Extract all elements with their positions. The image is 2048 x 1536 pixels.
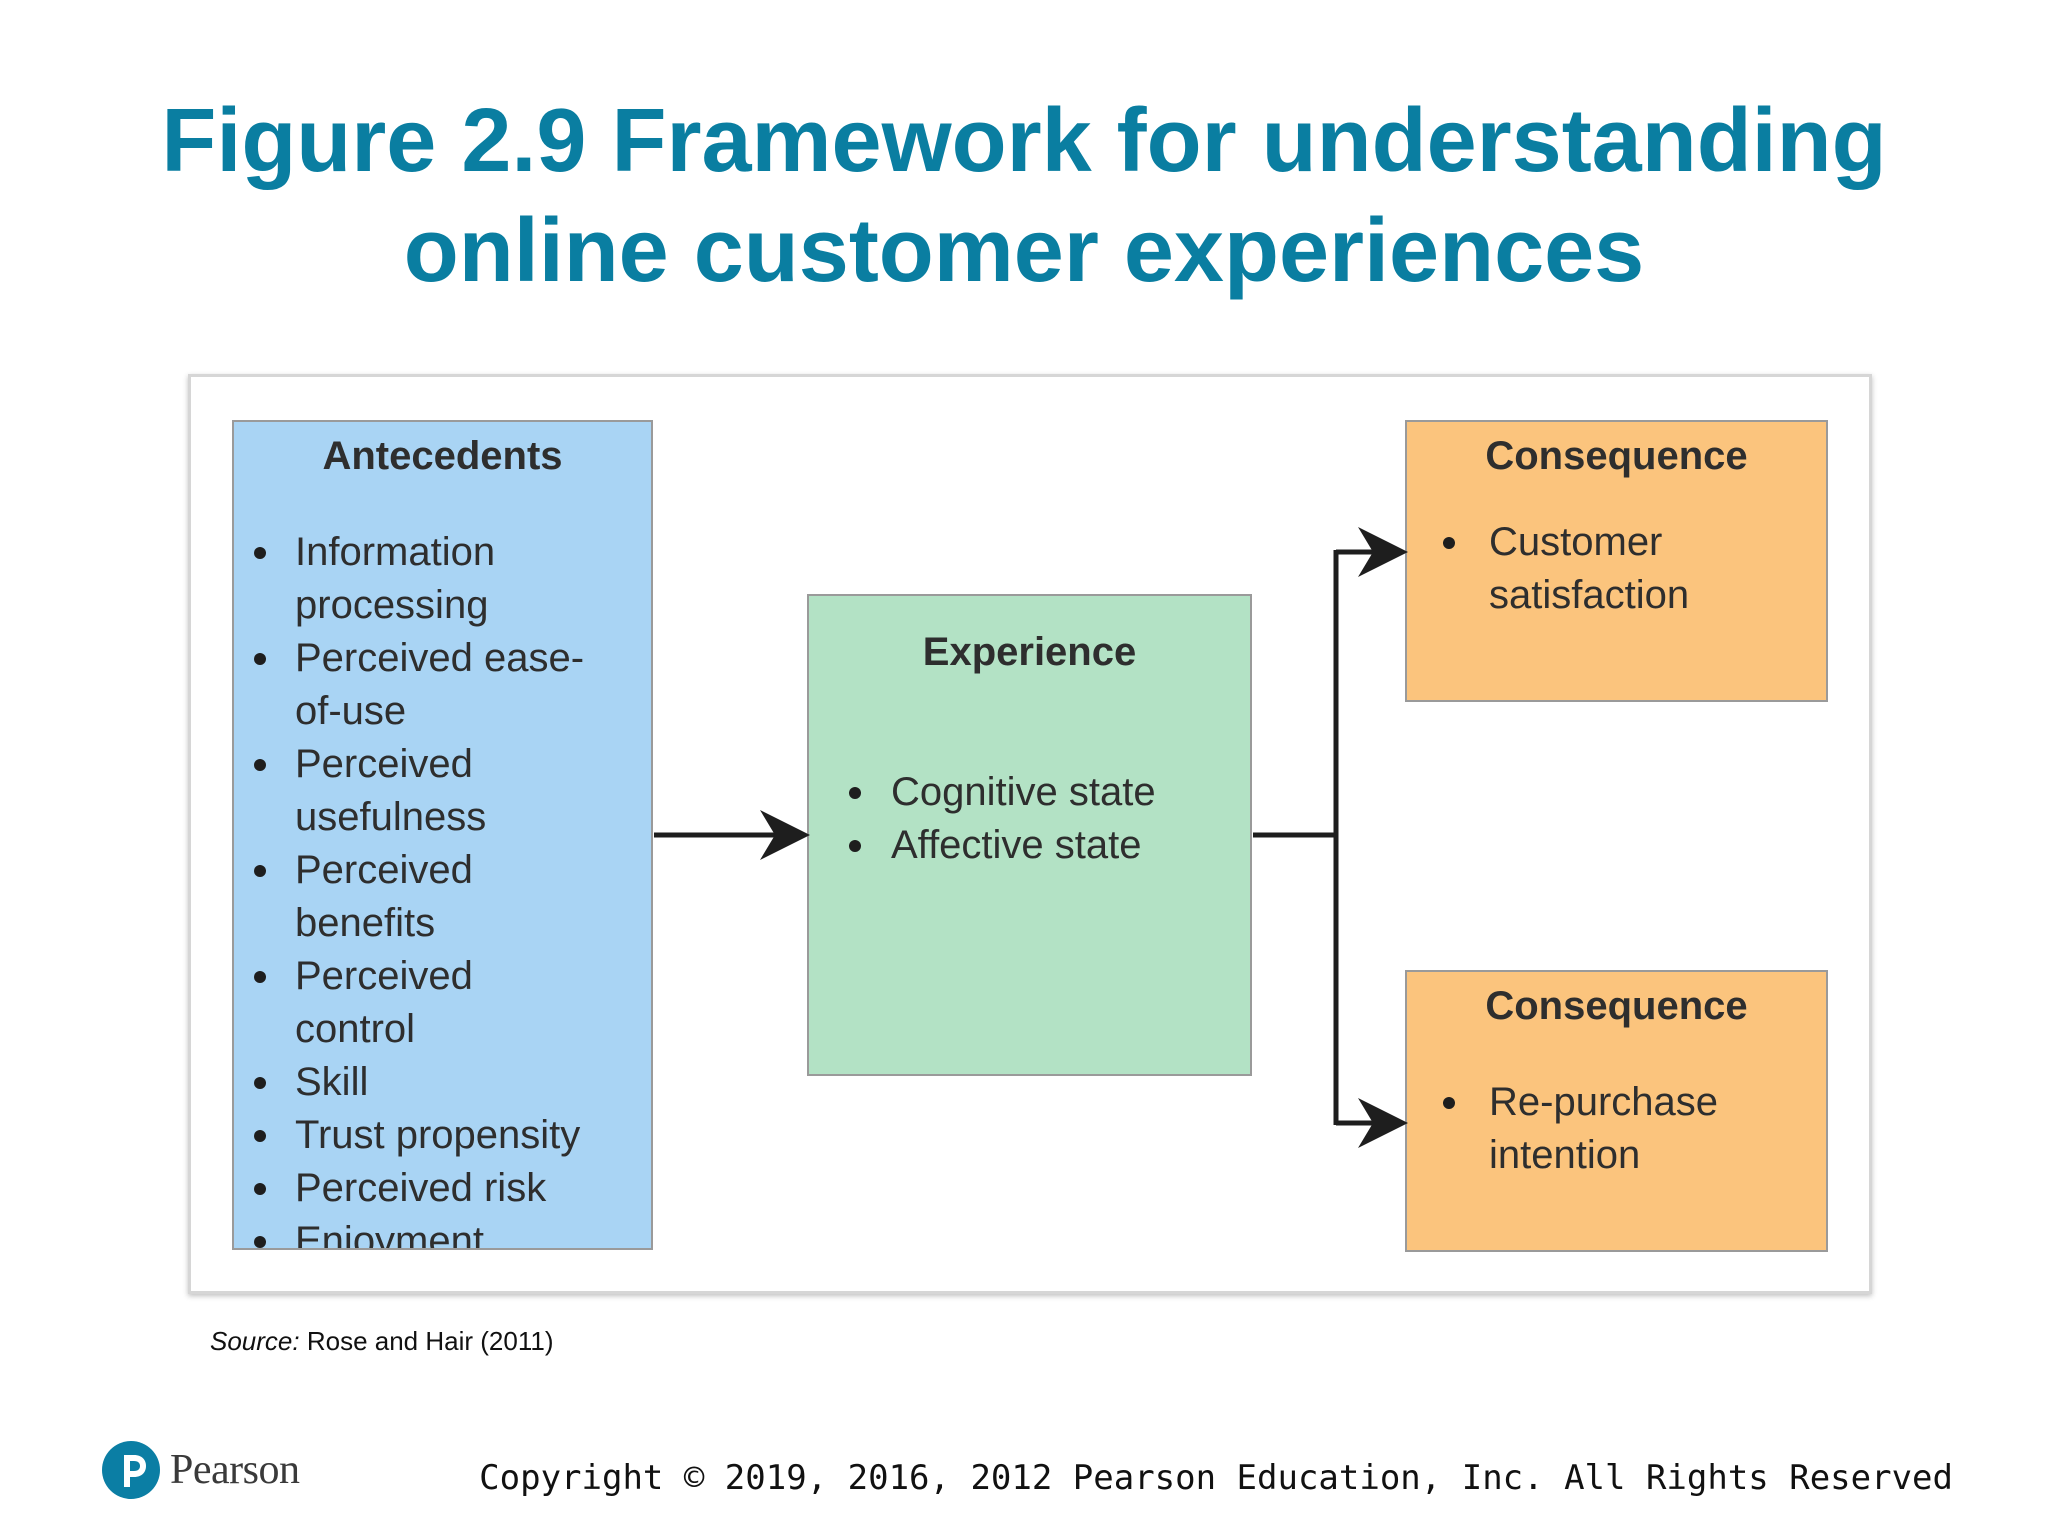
source-text: Rose and Hair (2011) [306,1326,554,1356]
antecedent-line: processing [295,583,489,627]
antecedent-item-benefits: Perceived benefits [234,844,651,950]
consequence-line: intention [1489,1133,1641,1177]
experience-box: Experience Cognitive state Affective sta… [807,594,1252,1076]
antecedent-item-enjoyment: Enjoyment [234,1215,651,1250]
antecedent-item-information-processing: Information processing [234,526,651,632]
antecedent-line: Skill [295,1060,369,1104]
consequence-list: Re-purchase intention [1407,1076,1826,1182]
consequence-line: Customer [1489,520,1663,564]
experience-item-cognitive-state: Cognitive state [809,766,1250,819]
antecedent-item-skill: Skill [234,1056,651,1109]
consequence-line: Re-purchase [1489,1080,1719,1124]
experience-item-affective-state: Affective state [809,819,1250,872]
antecedents-box: Antecedents Information processing Perce… [232,420,653,1250]
pearson-logo: Pearson [102,1436,300,1504]
experience-list: Cognitive state Affective state [809,766,1250,872]
antecedent-line: benefits [295,901,436,945]
antecedent-line: Trust propensity [295,1113,581,1157]
antecedents-title: Antecedents [322,434,563,478]
antecedents-list: Information processing Perceived ease- o… [234,526,651,1250]
copyright-notice: Copyright © 2019, 2016, 2012 Pearson Edu… [479,1458,1953,1498]
consequence-title: Consequence [1485,984,1748,1028]
consequence-box-repurchase: Consequence Re-purchase intention [1405,970,1828,1252]
pearson-logo-icon [102,1441,160,1499]
source-label: Source: [210,1326,300,1356]
consequence-line: satisfaction [1489,573,1690,617]
antecedent-line: Perceived risk [295,1166,547,1210]
antecedent-line: Perceived [295,742,473,786]
consequence-item-customer-satisfaction: Customer satisfaction [1407,516,1826,622]
consequence-item-repurchase-intention: Re-purchase intention [1407,1076,1826,1182]
antecedent-line: control [295,1007,416,1051]
pearson-wordmark: Pearson [170,1447,300,1493]
antecedent-line: usefulness [295,795,487,839]
slide-title: Figure 2.9 Framework for understanding o… [0,86,2048,306]
antecedent-item-control: Perceived control [234,950,651,1056]
antecedent-line: of-use [295,689,407,733]
consequence-box-satisfaction: Consequence Customer satisfaction [1405,420,1828,702]
consequence-title: Consequence [1485,434,1748,478]
experience-title: Experience [922,630,1137,674]
antecedent-item-perceived-risk: Perceived risk [234,1162,651,1215]
antecedent-item-trust-propensity: Trust propensity [234,1109,651,1162]
consequence-list: Customer satisfaction [1407,516,1826,622]
antecedent-line: Information [295,530,496,574]
antecedent-item-usefulness: Perceived usefulness [234,738,651,844]
antecedent-item-ease-of-use: Perceived ease- of-use [234,632,651,738]
antecedent-line: Perceived [295,954,473,998]
slide-title-line-1: Figure 2.9 Framework for understanding [161,91,1887,191]
antecedent-line: Perceived ease- [295,636,585,680]
pearson-p-mark [124,1455,146,1487]
antecedent-line: Perceived [295,848,473,892]
source-note: Source: Rose and Hair (2011) [210,1325,554,1357]
slide-title-line-2: online customer experiences [403,201,1645,301]
antecedent-line: Enjoyment [295,1219,484,1250]
